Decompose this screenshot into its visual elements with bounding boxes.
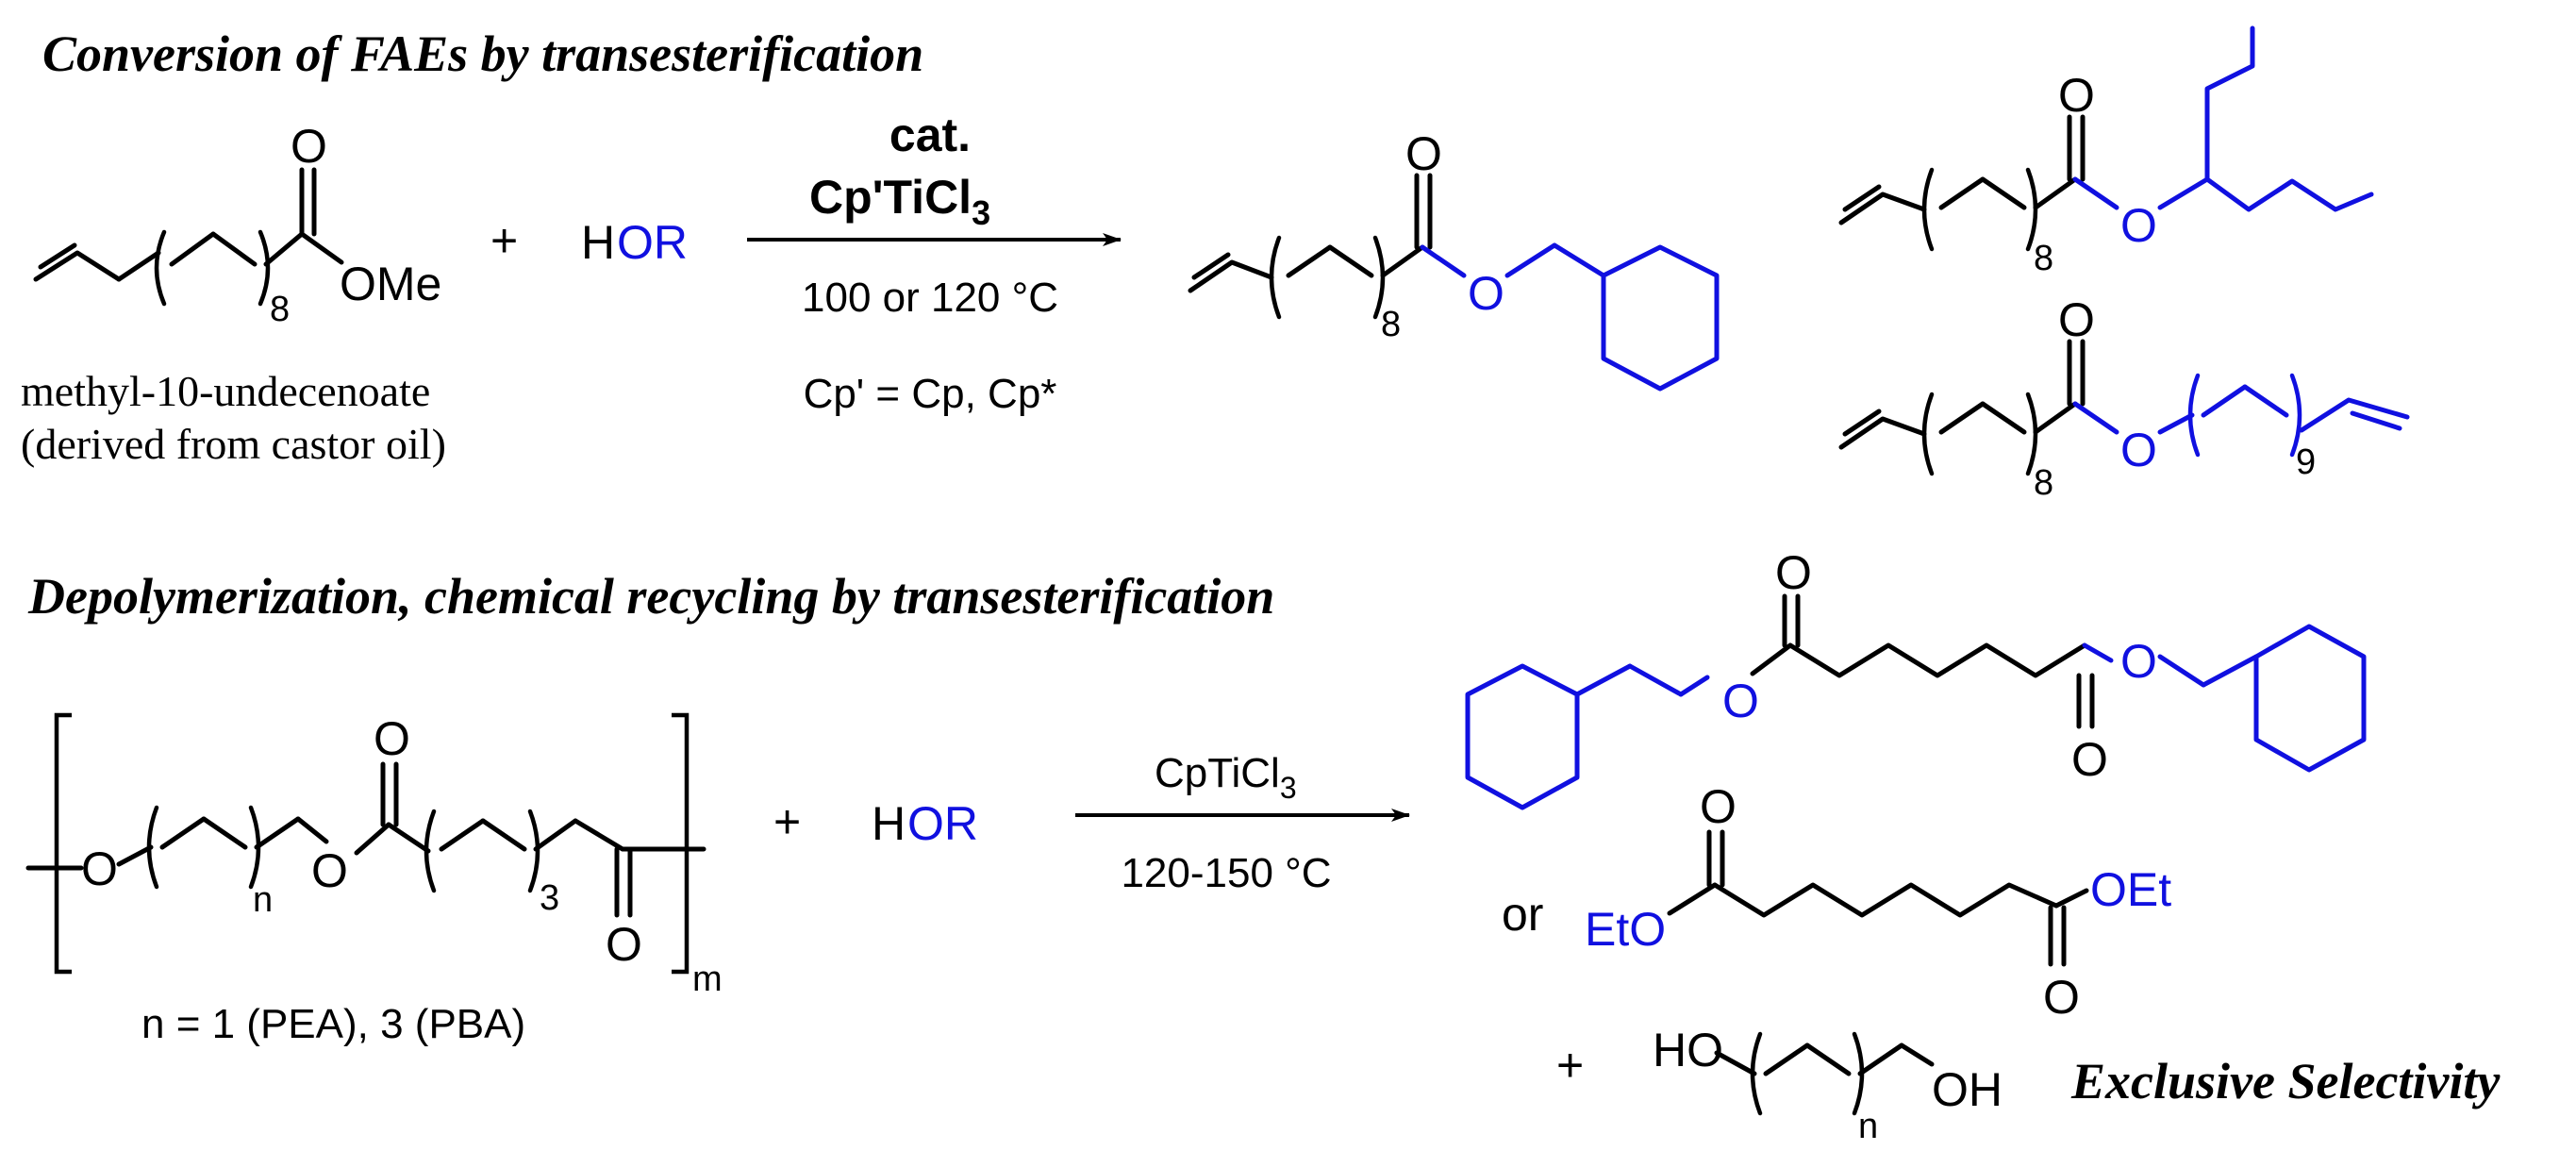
reactant-name-line1: methyl-10-undecenoate (21, 367, 430, 415)
polymer-polyester: O n O O 3 O m (25, 712, 723, 999)
arrow2-catalyst-main: CpTiCl (1155, 750, 1280, 796)
diethyl-carbonyl-oxygen-bottom: O (2043, 971, 2080, 1024)
arrow1-catalyst-sub: 3 (972, 193, 990, 232)
polymer-repeat-n: n (253, 880, 273, 920)
adipate-carbonyl-oxygen-top: O (1775, 546, 1812, 599)
product-diethyl-adipate: EtO O O OEt (1585, 780, 2171, 1024)
alcohol2-or: OR (907, 797, 978, 850)
p3-repeat-9: 9 (2296, 442, 2316, 482)
alcohol-hor-1: H OR (581, 216, 688, 269)
arrow1-above-catalyst: Cp'TiCl3 (809, 171, 990, 232)
selectivity-label: Exclusive Selectivity (2070, 1053, 2501, 1109)
polymer-oxygen-1: O (81, 842, 118, 895)
alcohol2-h: H (872, 797, 906, 850)
polymer-repeat-m: m (692, 959, 723, 999)
arrow1-below-temp: 100 or 120 °C (802, 275, 1058, 321)
diol-oh: OH (1932, 1063, 2003, 1116)
reactant-methyl-undecenoate: O OMe 8 (33, 120, 441, 329)
arrow2-above-catalyst: CpTiCl3 (1155, 750, 1297, 805)
p2-repeat-8: 8 (2034, 239, 2053, 278)
polymer-repeat-3: 3 (540, 878, 559, 918)
product-branched-ester: O O 8 (1838, 25, 2374, 278)
p3-repeat-8: 8 (2034, 463, 2053, 503)
alcohol-or: OR (617, 216, 688, 269)
p1-repeat-8: 8 (1381, 305, 1401, 344)
carbonyl-oxygen: O (291, 120, 327, 173)
diethyl-eto: EtO (1585, 903, 1666, 956)
product-dicyclohexylmethyl-adipate: O O O O (1465, 546, 2367, 810)
or-label: or (1502, 888, 1543, 941)
arrow2-below-temp: 120-150 °C (1121, 850, 1331, 896)
diol-repeat-n: n (1858, 1107, 1878, 1146)
diol-ho: HO (1653, 1024, 1723, 1076)
adipate-carbonyl-oxygen-bottom: O (2071, 733, 2108, 786)
alcohol-h: H (581, 216, 615, 269)
methoxy-label: OMe (340, 258, 441, 310)
arrow1-above-cat: cat. (889, 108, 971, 161)
polymer-carbonyl-oxygen-2: O (606, 918, 642, 971)
product-diol: HO n OH (1653, 1024, 2003, 1146)
polymer-oxygen-2: O (311, 844, 348, 897)
p2-carbonyl-oxygen: O (2058, 69, 2095, 122)
diethyl-carbonyl-oxygen-top: O (1700, 780, 1737, 833)
reactant-name-line2: (derived from castor oil) (21, 420, 446, 468)
plus-1: + (490, 214, 518, 267)
p1-ester-oxygen: O (1468, 267, 1504, 320)
arrow2-catalyst-sub: 3 (1280, 771, 1297, 805)
polymer-carbonyl-oxygen-1: O (374, 712, 410, 765)
product-cyclohexylmethyl-ester: O O 8 (1188, 127, 1720, 392)
adipate-ester-oxygen-left: O (1722, 675, 1759, 727)
product-undecenyl-ester: O O 8 9 (1838, 293, 2410, 503)
section1-heading: Conversion of FAEs by transesterificatio… (42, 25, 923, 82)
arrow1-below-cp-def: Cp' = Cp, Cp* (804, 371, 1057, 417)
diethyl-oet: OEt (2090, 863, 2171, 916)
plus-3: + (1556, 1039, 1584, 1092)
section2-heading: Depolymerization, chemical recycling by … (27, 568, 1274, 625)
p3-carbonyl-oxygen: O (2058, 293, 2095, 346)
p2-ester-oxygen: O (2120, 199, 2157, 252)
alcohol-hor-2: H OR (872, 797, 978, 850)
polymer-caption: n = 1 (PEA), 3 (PBA) (141, 1001, 525, 1047)
arrow1-catalyst-main: Cp'TiCl (809, 171, 972, 224)
p1-carbonyl-oxygen: O (1405, 127, 1442, 180)
adipate-ester-oxygen-right: O (2120, 635, 2157, 688)
plus-2: + (773, 795, 801, 848)
chain-repeat-8: 8 (270, 290, 290, 329)
p3-ester-oxygen: O (2120, 424, 2157, 476)
